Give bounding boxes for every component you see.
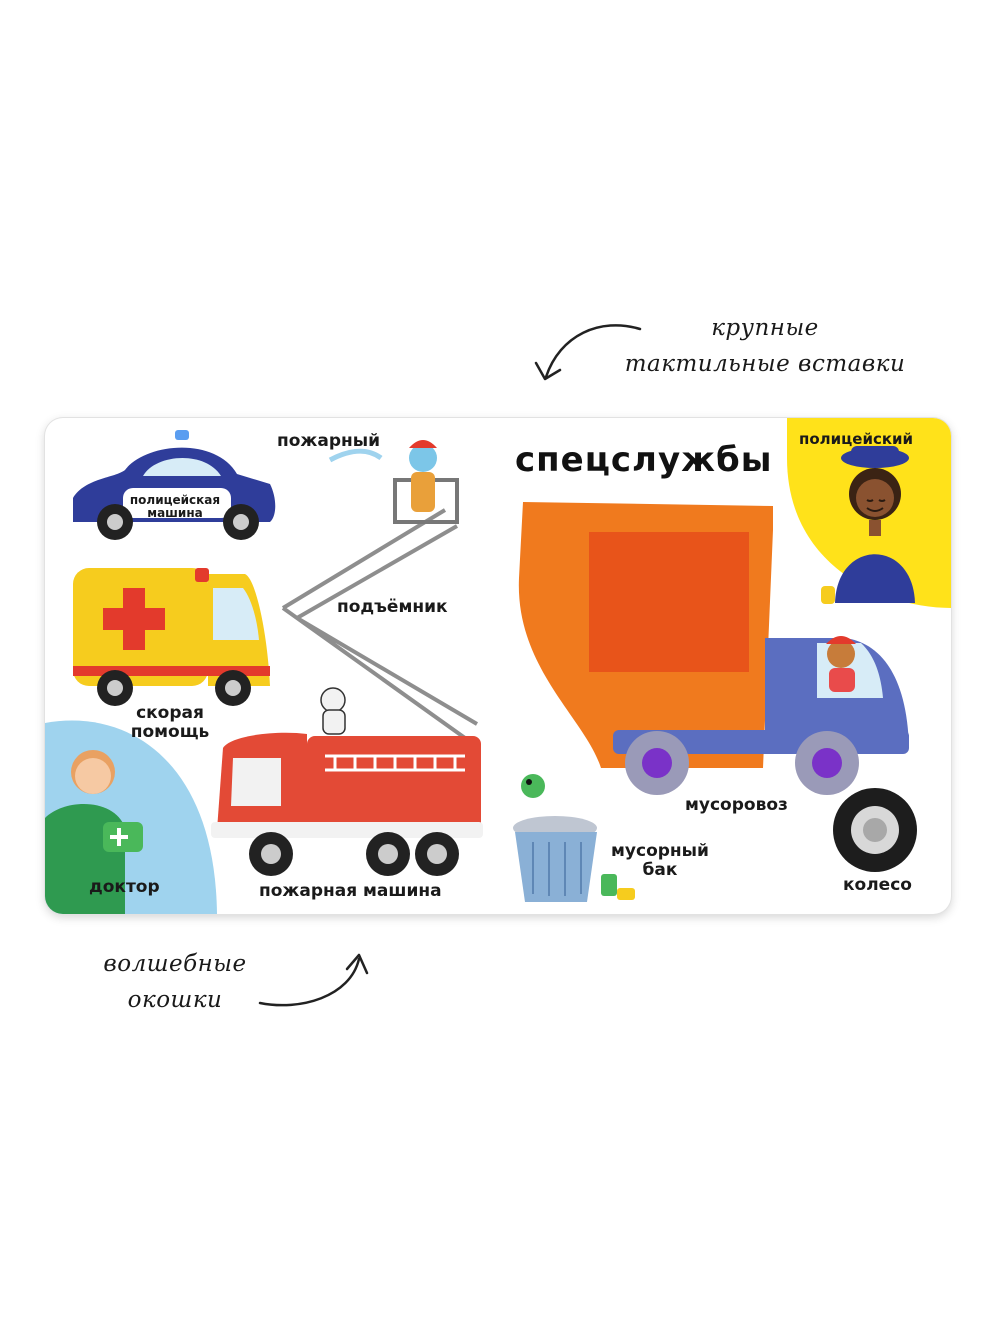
page-title: спецслужбы	[515, 440, 773, 480]
ambulance-label-line1: скорая	[136, 703, 204, 723]
doctor	[45, 750, 143, 914]
trash-can-label-line2: бак	[642, 860, 678, 880]
tactile-note-line1: крупные	[711, 315, 819, 341]
illustration	[45, 418, 951, 914]
policewoman	[835, 446, 915, 603]
arrow-bottom-icon	[258, 953, 369, 1007]
police-car	[73, 430, 276, 540]
firefighter-label: пожарный	[277, 431, 381, 451]
dog-figure	[320, 687, 346, 735]
police-car-label: полицейская машина	[125, 494, 225, 520]
policewoman-label: полицейский	[799, 430, 914, 448]
trash-can-label: мусорный бак	[605, 842, 715, 880]
garbage-truck	[518, 502, 909, 795]
lift-label: подъёмник	[337, 597, 448, 617]
dog-driver	[826, 636, 856, 692]
magic-note-line1: волшебные	[103, 951, 247, 977]
magic-note-line2: окошки	[127, 987, 223, 1013]
ambulance-label: скорая помощь	[115, 704, 225, 742]
trash-can	[513, 774, 635, 902]
doctor-label: доктор	[89, 877, 160, 897]
fire-truck	[211, 687, 483, 876]
fire-truck-label: пожарная машина	[259, 881, 442, 901]
tactile-note-line2: тактильные вставки	[624, 351, 906, 377]
firefighter-figure	[328, 440, 437, 512]
book-page: спецслужбы полицейская машина пожарный с…	[45, 418, 951, 914]
garbage-truck-label: мусоровоз	[685, 795, 788, 815]
arrow-top-icon	[534, 324, 642, 381]
wheel-label: колесо	[843, 875, 912, 895]
police-car-label-line2: машина	[147, 506, 203, 520]
ambulance-label-line2: помощь	[130, 722, 210, 742]
tactile-inserts-note: крупные тактильные вставки	[600, 310, 930, 382]
police-window	[787, 418, 951, 608]
ambulance	[73, 568, 270, 706]
aerial-ladder	[281, 478, 479, 740]
wheel	[833, 788, 917, 872]
magic-windows-note: волшебные окошки	[80, 946, 270, 1018]
doctor-window	[45, 720, 217, 914]
police-car-label-line1: полицейская	[129, 493, 221, 507]
trash-can-label-line1: мусорный	[611, 841, 709, 861]
